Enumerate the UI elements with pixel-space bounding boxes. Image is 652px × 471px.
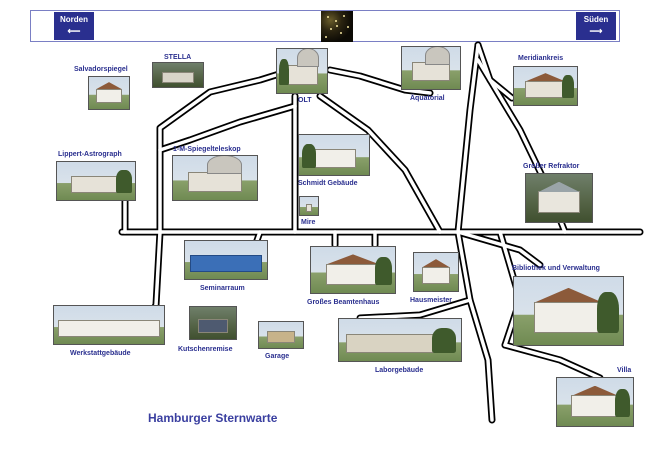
photo-lippert-astrograph [56,161,136,201]
photo-grosses-beamtenhaus [310,246,396,294]
photo-1m-spiegelteleskop [172,155,258,201]
orientation-bar: Norden ⟵ Süden ⟶ [30,10,620,42]
label-meridiankreis: Meridiankreis [518,55,564,62]
south-button[interactable]: Süden ⟶ [576,12,616,40]
photo-grosser-refraktor [525,173,593,223]
photo-schmidt [298,134,370,176]
photo-bibliothek-verwaltung [513,276,624,346]
north-label: Norden [60,15,88,24]
label-garage: Garage [265,353,290,360]
photo-aequatorial [401,46,461,90]
arrow-left-icon: ⟵ [67,26,81,36]
label-olt: OLT [298,97,312,104]
photo-seminarraum [184,240,268,280]
label-schmidt: Schmidt Gebäude [298,180,358,187]
label-hausmeister: Hausmeister [410,297,453,304]
label-grosses-beamtenhaus: Großes Beamtenhaus [307,299,380,306]
photo-werkstattgebaeude [53,305,165,345]
arrow-right-icon: ⟶ [589,26,603,36]
label-grosser-refraktor: Großer Refraktor [523,163,580,170]
label-villa: Villa [617,367,632,374]
label-bibliothek-verwaltung: Bibliothek und Verwaltung [512,265,600,272]
photo-salvadorspiegel [88,76,130,110]
label-lippert-astrograph: Lippert-Astrograph [58,151,122,158]
photo-meridiankreis [513,66,578,106]
label-salvadorspiegel: Salvadorspiegel [74,66,128,73]
north-button[interactable]: Norden ⟵ [54,12,94,40]
photo-mire [299,196,319,216]
label-werkstattgebaeude: Werkstattgebäude [70,350,131,357]
label-stella: STELLA [164,54,192,61]
photo-garage [258,321,304,349]
label-seminarraum: Seminarraum [200,285,245,292]
label-aequatorial: Äquatorial [410,95,445,102]
label-mire: Mire [301,219,316,226]
photo-laborgebaeude [338,318,462,362]
sky-image-thumbnail[interactable] [321,11,353,42]
map-title: Hamburger Sternwarte [148,411,278,425]
label-1m-spiegelteleskop: 1-M-Spiegelteleskop [173,146,241,153]
south-label: Süden [583,15,609,24]
label-kutschenremise: Kutschenremise [178,346,233,353]
photo-hausmeister [413,252,459,292]
photo-villa [556,377,634,427]
photo-stella [152,62,204,88]
label-laborgebaeude: Laborgebäude [375,367,424,374]
photo-kutschenremise [189,306,237,340]
photo-olt [276,48,328,94]
